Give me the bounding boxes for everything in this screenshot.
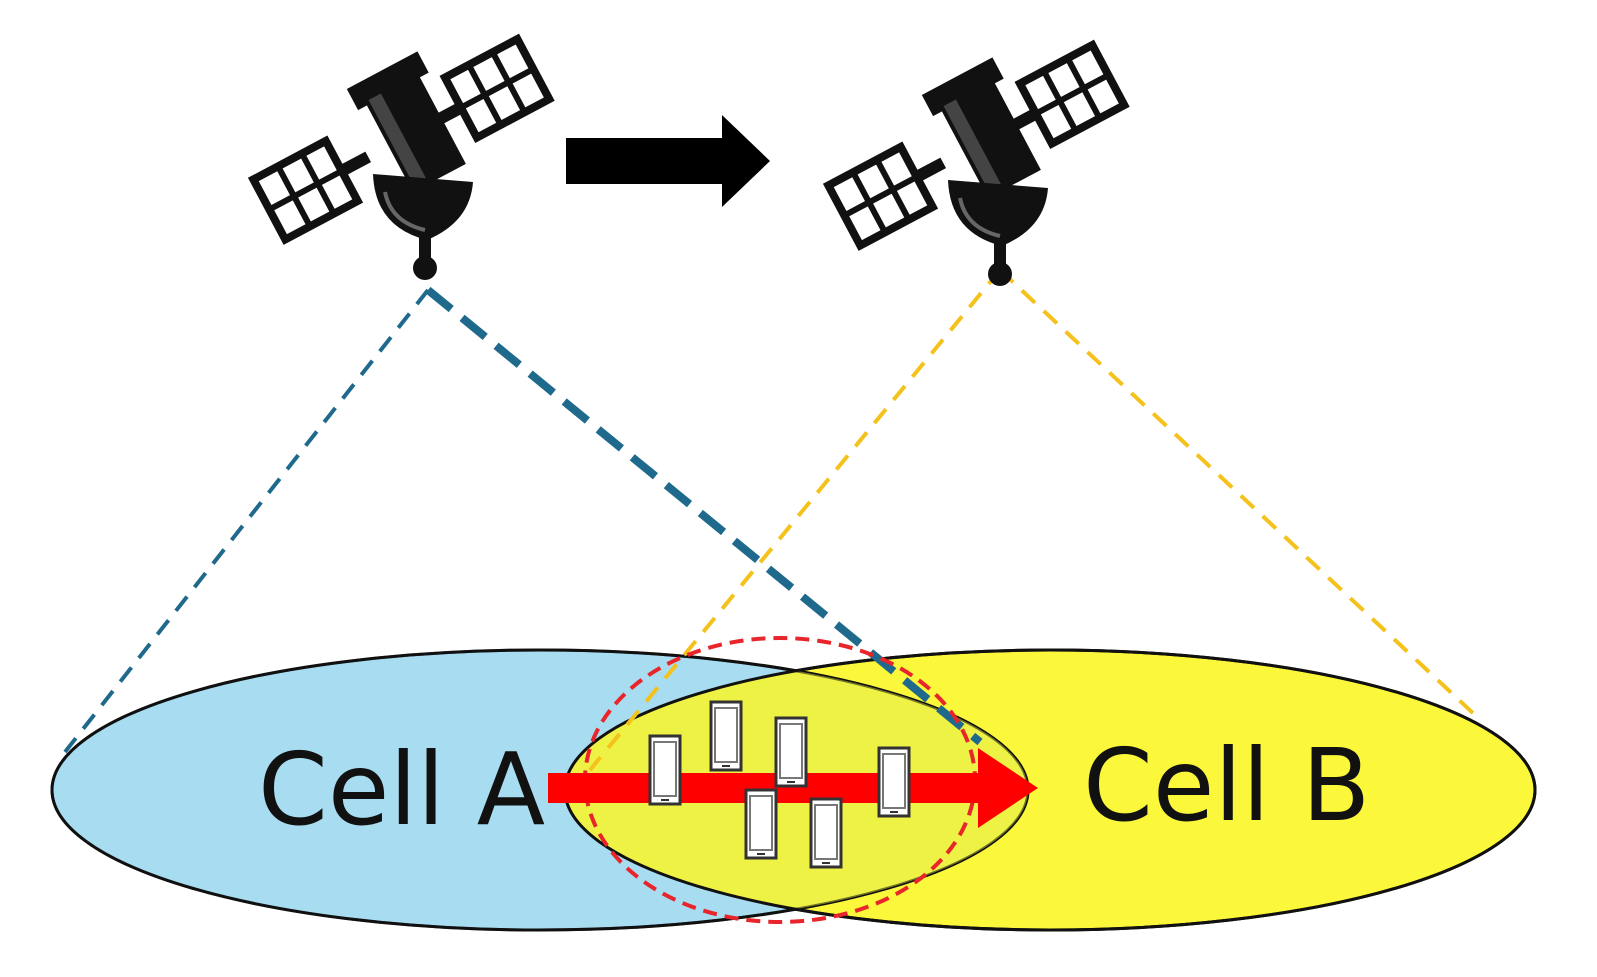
device-smartphone-icon [809,797,843,869]
device-smartphone-icon [744,788,778,860]
beam-a-left-edge [63,288,430,754]
beam-b-right-edge [998,268,1477,717]
cell-a-label: Cell A [258,731,545,848]
satellite-icon-left [236,7,557,280]
device-smartphone-icon [877,746,911,818]
right-arrow-icon [566,115,770,207]
device-smartphone-icon [709,700,743,772]
beam-a-right-edge [425,286,983,746]
satellite-icon-right [811,13,1132,286]
device-smartphone-icon [774,716,808,788]
cell-b-label: Cell B [1083,727,1370,844]
beam-b-left-edge [588,268,1002,772]
device-smartphone-icon [648,734,682,806]
